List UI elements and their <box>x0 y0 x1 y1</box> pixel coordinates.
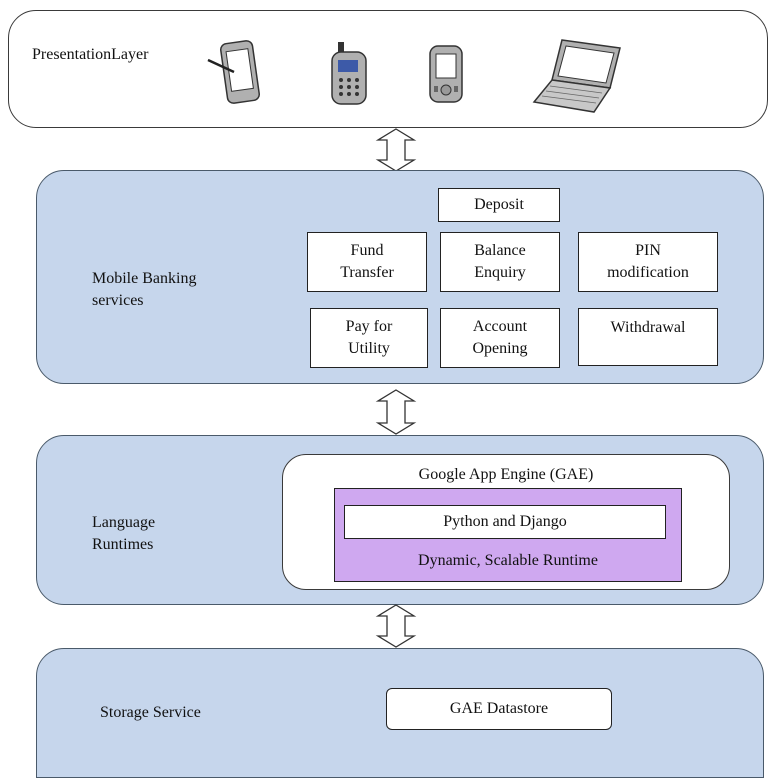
mobile-banking-title: Mobile Banking services <box>92 270 197 309</box>
pda-icon <box>429 45 463 103</box>
service-fund-transfer: Fund Transfer <box>307 232 427 292</box>
gae-datastore-box: GAE Datastore <box>386 688 612 730</box>
storage-service-title: Storage Service <box>100 704 201 721</box>
double-arrow-icon <box>375 389 417 435</box>
presentation-layer <box>8 10 768 128</box>
cellphone-icon <box>331 42 367 105</box>
service-withdrawal: Withdrawal <box>578 308 718 366</box>
language-runtimes-title: Language Runtimes <box>92 514 156 553</box>
double-arrow-icon <box>375 128 417 172</box>
presentation-layer-title: PresentationLayer <box>32 46 149 63</box>
tablet-icon <box>207 40 260 104</box>
python-django-box: Python and Django <box>344 505 666 539</box>
laptop-icon <box>532 39 621 113</box>
service-pay-for-utility: Pay for Utility <box>310 308 428 368</box>
service-deposit: Deposit <box>438 188 560 222</box>
service-pin-modification: PIN modification <box>578 232 718 292</box>
service-account-opening: Account Opening <box>440 308 560 368</box>
dynamic-runtime-label: Dynamic, Scalable Runtime <box>418 552 598 569</box>
gae-title: Google App Engine (GAE) <box>418 466 594 483</box>
service-balance-enquiry: Balance Enquiry <box>440 232 560 292</box>
double-arrow-icon <box>375 604 417 648</box>
